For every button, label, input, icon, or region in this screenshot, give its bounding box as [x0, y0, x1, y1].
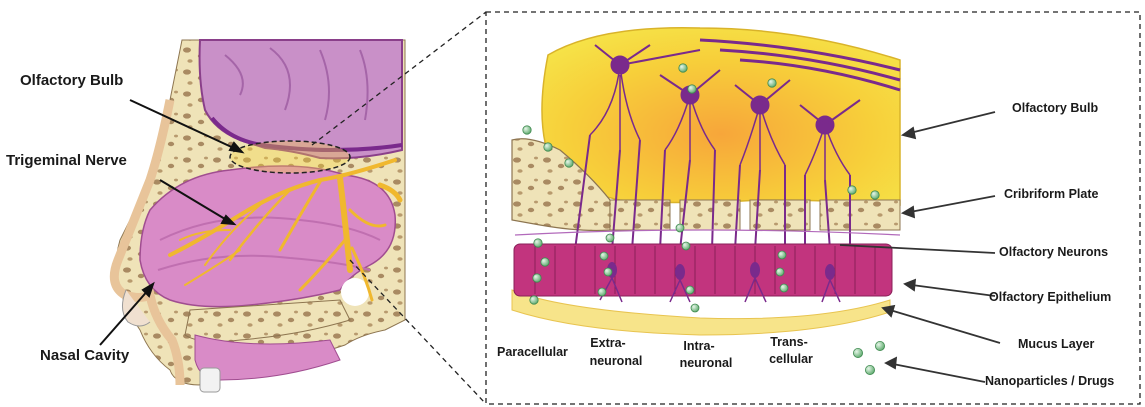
label-olfactory-bulb-left: Olfactory Bulb [20, 72, 123, 89]
olfactory-zone-highlight [230, 141, 350, 173]
pathway-intraneuronal-line2: neuronal [676, 356, 736, 371]
olfactory-epithelium [514, 244, 892, 302]
olfactory-bulb-body [542, 28, 900, 205]
pathway-extraneuronal-line1: Extra- [588, 336, 628, 351]
label-trigeminal-nerve: Trigeminal Nerve [6, 152, 127, 169]
label-olfactory-neurons: Olfactory Neurons [999, 245, 1108, 260]
label-olfactory-bulb-right: Olfactory Bulb [1012, 101, 1098, 116]
pathway-intraneuronal-line1: Intra- [678, 339, 720, 354]
label-nasal-cavity: Nasal Cavity [40, 347, 129, 364]
label-mucus-layer: Mucus Layer [1018, 337, 1094, 352]
olfactory-mucosa-illustration [512, 28, 900, 375]
head-sagittal-section [114, 40, 405, 392]
label-olfactory-epithelium: Olfactory Epithelium [989, 290, 1111, 305]
pathway-transcellular-line1: Trans- [766, 335, 812, 350]
pathway-extraneuronal-line2: neuronal [587, 354, 645, 369]
pathway-transcellular-line2: cellular [764, 352, 818, 367]
label-nanoparticles-drugs: Nanoparticles / Drugs [985, 374, 1114, 389]
label-cribriform-plate: Cribriform Plate [1004, 187, 1098, 202]
pathway-paracellular: Paracellular [497, 345, 568, 360]
